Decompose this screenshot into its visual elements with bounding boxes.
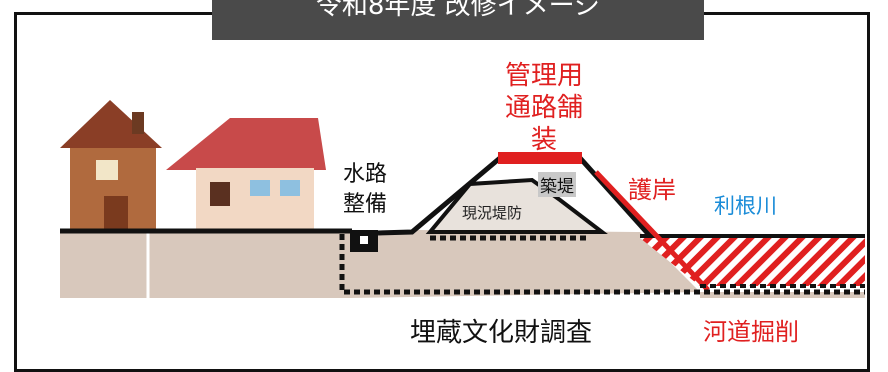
ground-right: [700, 292, 865, 298]
river-label: 利根川: [714, 194, 777, 218]
waterway-inner: [360, 236, 368, 244]
management-road-bar: [498, 152, 582, 164]
title-text: 令和8年度 改修イメージ: [315, 0, 601, 21]
title-banner: 令和8年度 改修イメージ: [212, 0, 704, 40]
current-levee-label: 現況堤防: [462, 204, 523, 222]
cross-section-diagram: [60, 100, 865, 298]
house-pink: [166, 118, 326, 230]
house-brown: [60, 100, 162, 230]
revetment-label: 護岸: [628, 176, 676, 204]
embankment-label: 築堤: [538, 172, 576, 197]
waterway-label: 水路 整備: [343, 162, 388, 217]
management-road-label: 管理用 通路舗装: [504, 61, 583, 155]
revetment-line: [594, 170, 710, 292]
ground-left: [60, 232, 350, 298]
river-dredging-label: 河道掘削: [703, 318, 799, 346]
ground-center: [350, 230, 700, 298]
buried-survey-label: 埋蔵文化財調査: [410, 318, 593, 348]
